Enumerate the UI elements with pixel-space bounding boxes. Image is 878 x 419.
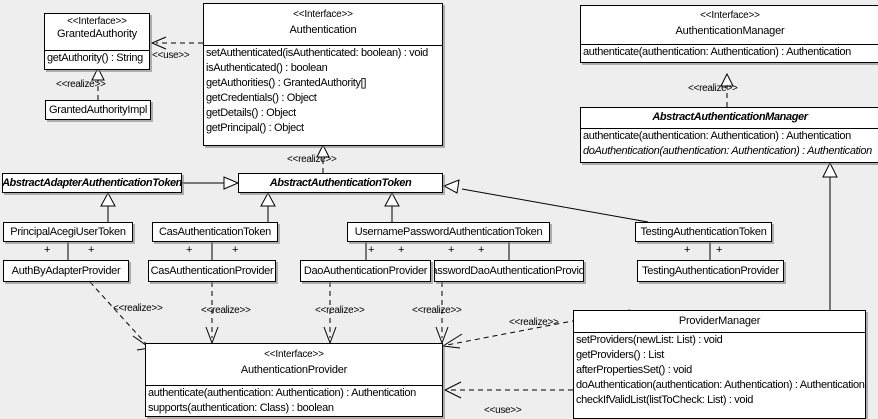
- operation: authenticate(authentication: Authenticat…: [583, 130, 851, 142]
- class-name: AuthenticationManager: [675, 25, 785, 37]
- class-abstract-authentication-manager[interactable]: AbstractAuthenticationManager authentica…: [580, 107, 878, 163]
- class-name: AuthByAdapterProvider: [11, 265, 121, 277]
- edge-label-realize-abstract-token: <<realize>>: [287, 154, 337, 165]
- class-name: GrantedAuthority: [57, 28, 137, 40]
- operation: afterPropertiesSet() : void: [576, 364, 692, 376]
- edge-label-realize-granted-authority-impl: <<realize>>: [56, 79, 106, 90]
- divider: [581, 128, 878, 129]
- operation: getProviders() : List: [576, 349, 665, 361]
- multiplicity-plus: +: [478, 244, 485, 256]
- class-header: AbstractAuthenticationManager: [581, 108, 878, 128]
- class-name: ProviderManager: [678, 314, 761, 327]
- class-name: Authentication: [289, 24, 357, 36]
- class-username-password-authentication-token[interactable]: UsernamePasswordAuthenticationToken: [347, 222, 550, 242]
- multiplicity-plus: +: [232, 244, 239, 256]
- operation: setAuthenticated(isAuthenticated: boolea…: [206, 47, 428, 59]
- class-abstract-adapter-authentication-token[interactable]: AbstractAdapterAuthenticationToken: [2, 173, 182, 193]
- class-testing-authentication-provider[interactable]: TestingAuthenticationProvider: [637, 260, 784, 282]
- operations-compartment: getAuthority() : String: [45, 51, 149, 66]
- class-provider-manager[interactable]: ProviderManager setProviders(newList: Li…: [573, 310, 866, 419]
- class-name: UsernamePasswordAuthenticationToken: [354, 226, 543, 238]
- class-cas-authentication-provider[interactable]: CasAuthenticationProvider: [148, 260, 276, 282]
- class-abstract-authentication-token[interactable]: AbstractAuthenticationToken: [238, 173, 443, 193]
- class-name: PasswordDaoAuthenticationProvider: [435, 265, 584, 277]
- edge-label-realize-abstract-manager: <<realize>>: [688, 83, 738, 94]
- operation: supports(authentication: Class) : boolea…: [148, 402, 334, 414]
- multiplicity-plus: +: [684, 244, 691, 256]
- class-principal-acegi-user-token[interactable]: PrincipalAcegiUserToken: [3, 222, 133, 242]
- class-authentication[interactable]: <<Interface>> Authentication setAuthenti…: [203, 3, 443, 146]
- class-auth-by-adapter-provider[interactable]: AuthByAdapterProvider: [3, 260, 129, 282]
- operations-compartment: setAuthenticated(isAuthenticated: boolea…: [204, 46, 442, 136]
- edge-label-realize-password-dao-provider: <<realize>>: [412, 305, 462, 316]
- class-name: CasAuthenticationProvider: [150, 265, 274, 277]
- operation: doAuthentication(authentication: Authent…: [583, 145, 872, 157]
- operation: getAuthority() : String: [47, 52, 143, 64]
- multiplicity-plus: +: [368, 244, 375, 256]
- operation: getCredentials() : Object: [206, 92, 317, 104]
- stereotype-label: <<Interface>>: [67, 16, 127, 27]
- class-password-dao-authentication-provider[interactable]: PasswordDaoAuthenticationProvider: [434, 260, 584, 282]
- operation: getPrincipal() : Object: [206, 122, 304, 134]
- class-header: <<Interface>> Authentication: [204, 4, 442, 45]
- class-header: <<Interface>> AuthenticationManager: [581, 6, 878, 44]
- class-testing-authentication-token[interactable]: TestingAuthenticationToken: [635, 222, 772, 242]
- class-name: AbstractAdapterAuthenticationToken: [2, 177, 182, 189]
- class-name: PrincipalAcegiUserToken: [10, 226, 126, 238]
- class-name: AbstractAuthenticationManager: [652, 111, 808, 123]
- edge-label-use-provider-manager: <<use>>: [484, 405, 522, 416]
- operation: isAuthenticated() : boolean: [206, 62, 328, 74]
- class-name: TestingAuthenticationProvider: [642, 265, 779, 277]
- operations-compartment: authenticate(authentication: Authenticat…: [581, 45, 878, 60]
- class-authentication-provider[interactable]: <<Interface>> AuthenticationProvider aut…: [145, 343, 443, 417]
- multiplicity-plus: +: [716, 244, 723, 256]
- operation: getAuthorities() : GrantedAuthority[]: [206, 77, 367, 89]
- divider: [45, 50, 149, 51]
- stereotype-label: <<Interface>>: [264, 349, 324, 360]
- divider: [574, 332, 865, 333]
- divider: [204, 45, 442, 46]
- multiplicity-plus: +: [88, 244, 95, 256]
- class-name: GrantedAuthorityImpl: [49, 104, 147, 116]
- class-granted-authority-impl[interactable]: GrantedAuthorityImpl: [45, 100, 151, 120]
- operation: setProviders(newList: List) : void: [576, 334, 723, 346]
- edge-label-realize-cas-provider: <<realize>>: [201, 305, 251, 316]
- class-name: AbstractAuthenticationToken: [269, 177, 412, 189]
- class-header: <<Interface>> GrantedAuthority: [45, 14, 149, 50]
- class-dao-authentication-provider[interactable]: DaoAuthenticationProvider: [300, 260, 431, 282]
- class-name: CasAuthenticationToken: [158, 226, 272, 238]
- operation: doAuthentication(authentication: Authent…: [576, 379, 865, 391]
- divider: [581, 44, 878, 45]
- operation: authenticate(authentication: Authenticat…: [583, 46, 851, 58]
- multiplicity-plus: +: [448, 244, 455, 256]
- divider: [146, 385, 442, 386]
- multiplicity-plus: +: [398, 244, 405, 256]
- class-header: ProviderManager: [574, 311, 865, 332]
- edge-label-realize-dao-provider: <<realize>>: [315, 305, 365, 316]
- class-cas-authentication-token[interactable]: CasAuthenticationToken: [152, 222, 278, 242]
- class-granted-authority[interactable]: <<Interface>> GrantedAuthority getAuthor…: [44, 13, 150, 70]
- operations-compartment: authenticate(authentication: Authenticat…: [581, 129, 878, 159]
- operations-compartment: authenticate(authentication: Authenticat…: [146, 386, 442, 416]
- class-authentication-manager[interactable]: <<Interface>> AuthenticationManager auth…: [580, 5, 878, 63]
- class-name: DaoAuthenticationProvider: [303, 265, 428, 277]
- operations-compartment: setProviders(newList: List) : void getPr…: [574, 333, 865, 408]
- stereotype-label: <<Interface>>: [700, 10, 760, 21]
- class-name: TestingAuthenticationToken: [640, 226, 767, 238]
- operation: checkIfValidList(listToCheck: List) : vo…: [576, 394, 754, 406]
- edge-label-realize-provider-manager: <<realize>>: [509, 317, 559, 328]
- multiplicity-plus: +: [186, 244, 193, 256]
- operation: getDetails() : Object: [206, 107, 296, 119]
- operation: authenticate(authentication: Authenticat…: [148, 387, 416, 399]
- multiplicity-plus: +: [44, 244, 51, 256]
- edge-label-realize-auth-by-adapter: <<realize>>: [113, 303, 163, 314]
- stereotype-label: <<Interface>>: [293, 9, 353, 20]
- class-name: AuthenticationProvider: [240, 364, 348, 376]
- edge-label-use-granted-authority: <<use>>: [152, 50, 190, 61]
- class-header: <<Interface>> AuthenticationProvider: [146, 344, 442, 385]
